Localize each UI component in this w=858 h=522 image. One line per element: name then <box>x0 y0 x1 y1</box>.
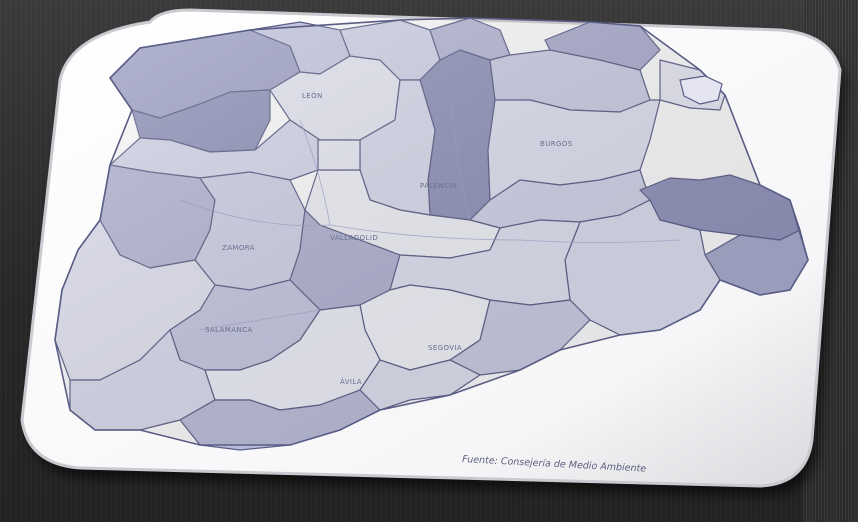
label-burgos: BURGOS <box>540 140 573 148</box>
label-palencia: PALENCIA <box>420 182 457 190</box>
label-valladolid: VALLADOLID <box>330 234 378 242</box>
label-leon: LEÓN <box>302 91 323 100</box>
label-zamora: ZAMORA <box>222 244 255 252</box>
label-salamanca: SALAMANCA <box>205 326 253 334</box>
label-segovia: SEGOVIA <box>428 344 462 352</box>
province-labels: LEÓN PALENCIA BURGOS ZAMORA VALLADOLID S… <box>205 91 573 386</box>
rivers <box>179 89 681 331</box>
terrain-overlay <box>54 17 809 446</box>
region-enclave <box>679 75 723 105</box>
label-avila: ÁVILA <box>340 377 362 386</box>
